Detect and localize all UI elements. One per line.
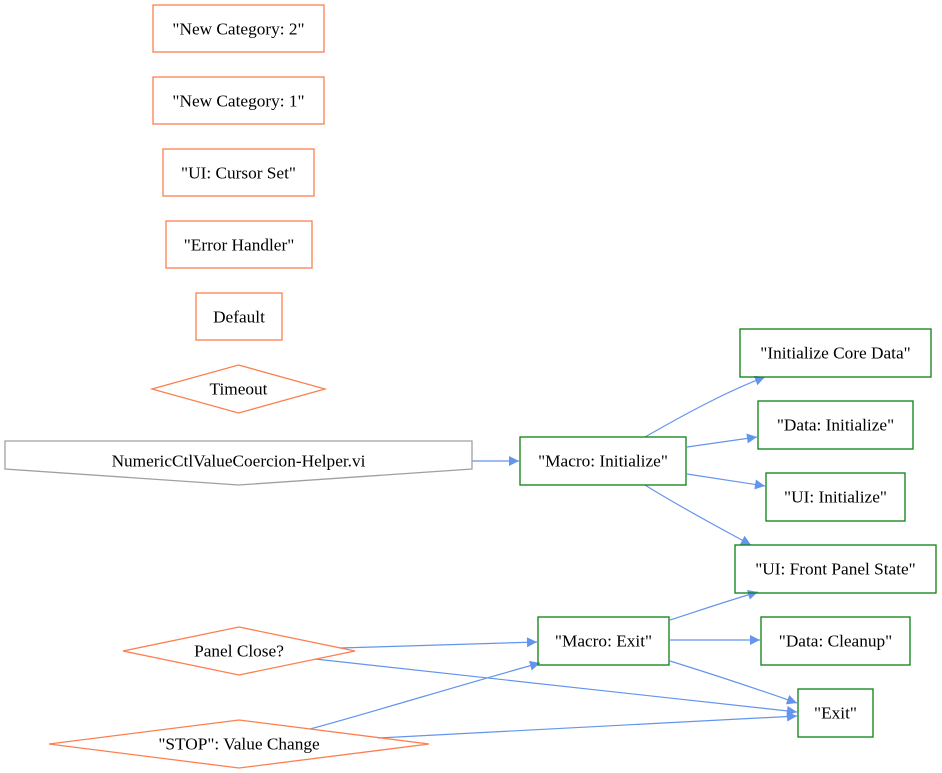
node-ui-initialize-label: "UI: Initialize": [784, 488, 887, 507]
node-new-category-2-label: "New Category: 2": [172, 20, 304, 39]
node-ui-front-panel-state-label: "UI: Front Panel State": [755, 560, 916, 579]
node-error-handler: "Error Handler": [165, 220, 313, 269]
node-timeout-label: Timeout: [210, 380, 268, 399]
node-default: Default: [195, 292, 283, 341]
node-new-category-2: "New Category: 2": [152, 4, 325, 53]
node-timeout: Timeout: [149, 364, 328, 414]
node-default-label: Default: [213, 308, 265, 327]
node-initialize-core-data-label: "Initialize Core Data": [760, 344, 910, 363]
node-stop-value-change: "STOP": Value Change: [48, 719, 430, 769]
edges: [309, 375, 798, 739]
edge-macro-initialize-to-initialize-core-data: [644, 375, 766, 438]
node-ui-cursor-set: "UI: Cursor Set": [162, 148, 315, 197]
node-panel-close-label: Panel Close?: [194, 642, 284, 661]
edge-stop-to-macro-exit: [309, 660, 541, 730]
edge-panel-close-to-macro-exit: [339, 637, 538, 649]
node-macro-initialize: "Macro: Initialize": [519, 436, 687, 486]
node-ui-front-panel-state: "UI: Front Panel State": [734, 544, 937, 594]
node-macro-initialize-label: "Macro: Initialize": [538, 452, 668, 471]
node-data-cleanup: "Data: Cleanup": [760, 616, 911, 666]
node-data-initialize: "Data: Initialize": [757, 400, 914, 450]
node-new-category-1: "New Category: 1": [152, 76, 325, 125]
edge-macro-exit-to-exit: [669, 660, 798, 705]
node-data-cleanup-label: "Data: Cleanup": [779, 632, 892, 651]
node-data-initialize-label: "Data: Initialize": [777, 416, 894, 435]
edge-stop-to-exit: [377, 711, 798, 739]
node-stop-value-change-label: "STOP": Value Change: [158, 735, 320, 754]
edge-macro-initialize-to-ui-initialize: [686, 473, 766, 490]
node-exit: "Exit": [797, 688, 874, 738]
node-helper-vi-label: NumericCtlValueCoercion-Helper.vi: [112, 452, 366, 471]
node-ui-cursor-set-label: "UI: Cursor Set": [181, 164, 296, 183]
edge-panel-close-to-exit: [314, 658, 798, 716]
edge-macro-initialize-to-ui-front-panel-state: [644, 484, 752, 546]
node-new-category-1-label: "New Category: 1": [172, 92, 304, 111]
node-initialize-core-data: "Initialize Core Data": [739, 328, 932, 378]
edge-macro-exit-to-ui-front-panel-state: [669, 589, 759, 621]
node-helper-vi: NumericCtlValueCoercion-Helper.vi: [4, 440, 473, 486]
node-macro-exit-label: "Macro: Exit": [555, 632, 652, 651]
node-exit-label: "Exit": [814, 704, 857, 723]
node-panel-close: Panel Close?: [122, 626, 356, 676]
node-ui-initialize: "UI: Initialize": [765, 472, 906, 522]
edge-macro-initialize-to-data-initialize: [686, 433, 758, 448]
node-macro-exit: "Macro: Exit": [537, 616, 670, 666]
node-error-handler-label: "Error Handler": [184, 236, 295, 255]
